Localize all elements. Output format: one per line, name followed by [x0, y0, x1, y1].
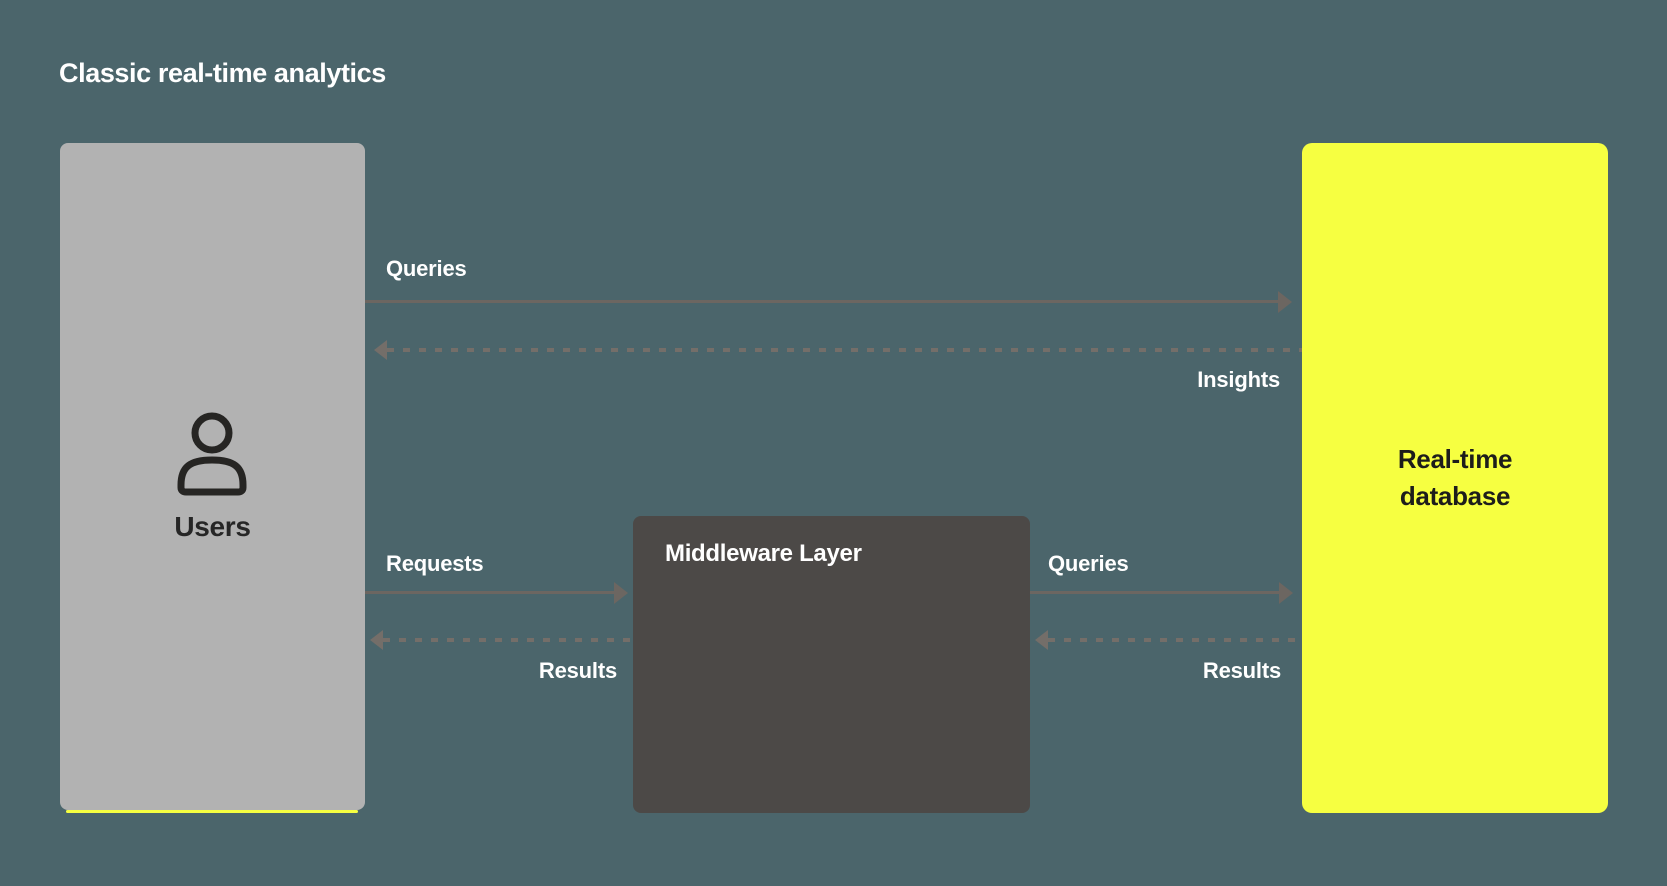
- flow-label-results-right: Results: [1202, 658, 1281, 683]
- diagram-title: Classic real-time analytics: [59, 58, 386, 88]
- arrowhead-right-icon: [1279, 582, 1293, 604]
- arrowhead-right-icon: [1278, 291, 1292, 313]
- arrowhead-left-icon: [1035, 630, 1048, 650]
- users-node-label: Users: [174, 511, 251, 542]
- arrow-database-to-middleware-dashed: [1048, 638, 1302, 642]
- flow-label-results-left: Results: [538, 658, 617, 683]
- arrow-database-to-users-dashed: [387, 348, 1302, 352]
- arrow-users-to-database: [365, 300, 1278, 303]
- database-node: Real-time database: [1302, 143, 1608, 813]
- arrow-middleware-to-database: [1030, 591, 1279, 594]
- user-icon: [177, 412, 247, 496]
- users-node: [60, 143, 365, 810]
- flow-label-queries-middle: Queries: [1048, 551, 1129, 576]
- database-node-label: Real-time database: [1397, 444, 1513, 511]
- middleware-node: [633, 516, 1030, 813]
- arrowhead-left-icon: [374, 340, 387, 360]
- arrow-users-to-middleware: [365, 591, 614, 594]
- flow-label-queries-top: Queries: [386, 256, 467, 281]
- flow-label-insights: Insights: [1197, 367, 1280, 392]
- arrowhead-right-icon: [614, 582, 628, 604]
- flow-label-requests: Requests: [386, 551, 484, 576]
- users-node-accent-underline: [66, 810, 358, 813]
- arrowhead-left-icon: [370, 630, 383, 650]
- middleware-node-label: Middleware Layer: [665, 540, 862, 567]
- arrow-middleware-to-users-dashed: [383, 638, 633, 642]
